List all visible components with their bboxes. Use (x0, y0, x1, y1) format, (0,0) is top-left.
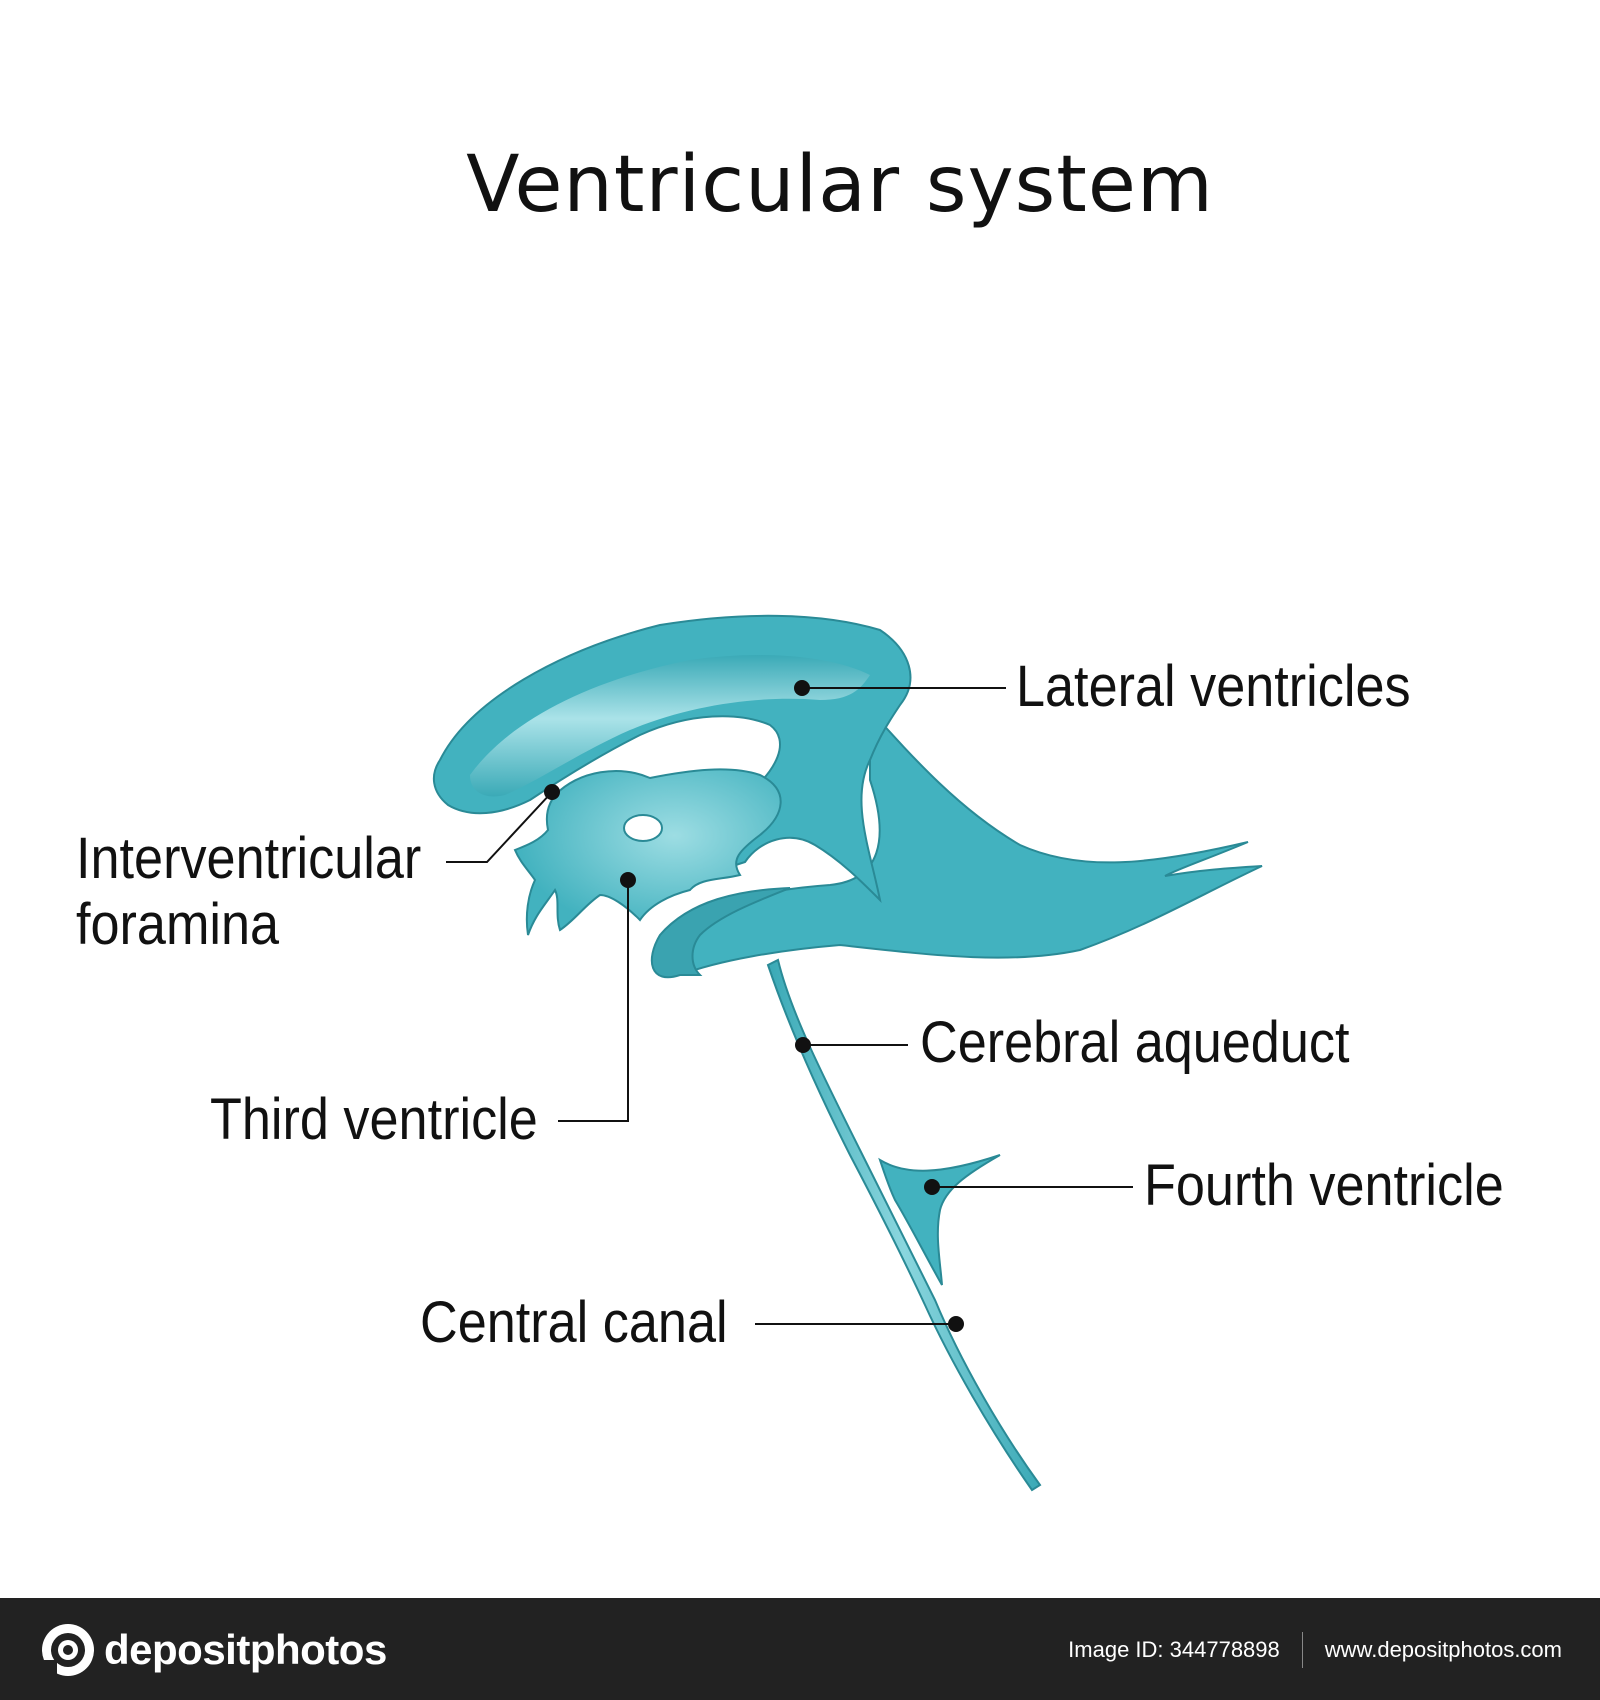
label-fourth-ventricle: Fourth ventricle (1144, 1153, 1504, 1218)
dot-fourth-ventricle (924, 1179, 940, 1195)
dot-lateral-ventricles (794, 680, 810, 696)
label-interventricular-foramina-line2: foramina (76, 892, 280, 957)
inferior-horn-shape (650, 887, 791, 979)
image-id-text: Image ID: 344778898 (1068, 1637, 1280, 1662)
diagram-title: Ventricular system (466, 140, 1214, 230)
dot-third-ventricle (620, 872, 636, 888)
label-central-canal: Central canal (420, 1290, 728, 1355)
dot-interventricular-foramina (544, 784, 560, 800)
label-lateral-ventricles: Lateral ventricles (1016, 654, 1411, 719)
website-link[interactable]: www.depositphotos.com (1324, 1637, 1562, 1662)
leader-lines (446, 687, 1133, 1325)
leader-interventricular-foramina (446, 791, 553, 863)
dot-central-canal (948, 1316, 964, 1332)
third-ventricle-shape (513, 768, 782, 936)
brand-logo[interactable]: depositphotos (40, 1620, 387, 1680)
camera-logo-icon (42, 1624, 94, 1676)
label-third-ventricle: Third ventricle (210, 1087, 538, 1152)
leader-dots (544, 680, 964, 1332)
fourth-ventricle-shape (878, 1154, 1001, 1286)
leader-third-ventricle (558, 880, 629, 1122)
interthalamic-adhesion-hole (623, 814, 663, 842)
ventricular-system-illustration (432, 614, 1263, 1492)
label-cerebral-aqueduct: Cerebral aqueduct (920, 1010, 1350, 1075)
brand-name: depositphotos (104, 1626, 387, 1673)
stock-footer-bar: depositphotos Image ID: 344778898 www.de… (0, 1598, 1600, 1700)
lateral-ventricle-highlight (470, 655, 870, 797)
label-interventricular-foramina-line1: Interventricular (76, 826, 422, 891)
footer-info: Image ID: 344778898 www.depositphotos.co… (1068, 1630, 1562, 1670)
footer-divider (1301, 1632, 1303, 1668)
dot-cerebral-aqueduct (795, 1037, 811, 1053)
cerebral-aqueduct-shape (766, 958, 1042, 1492)
